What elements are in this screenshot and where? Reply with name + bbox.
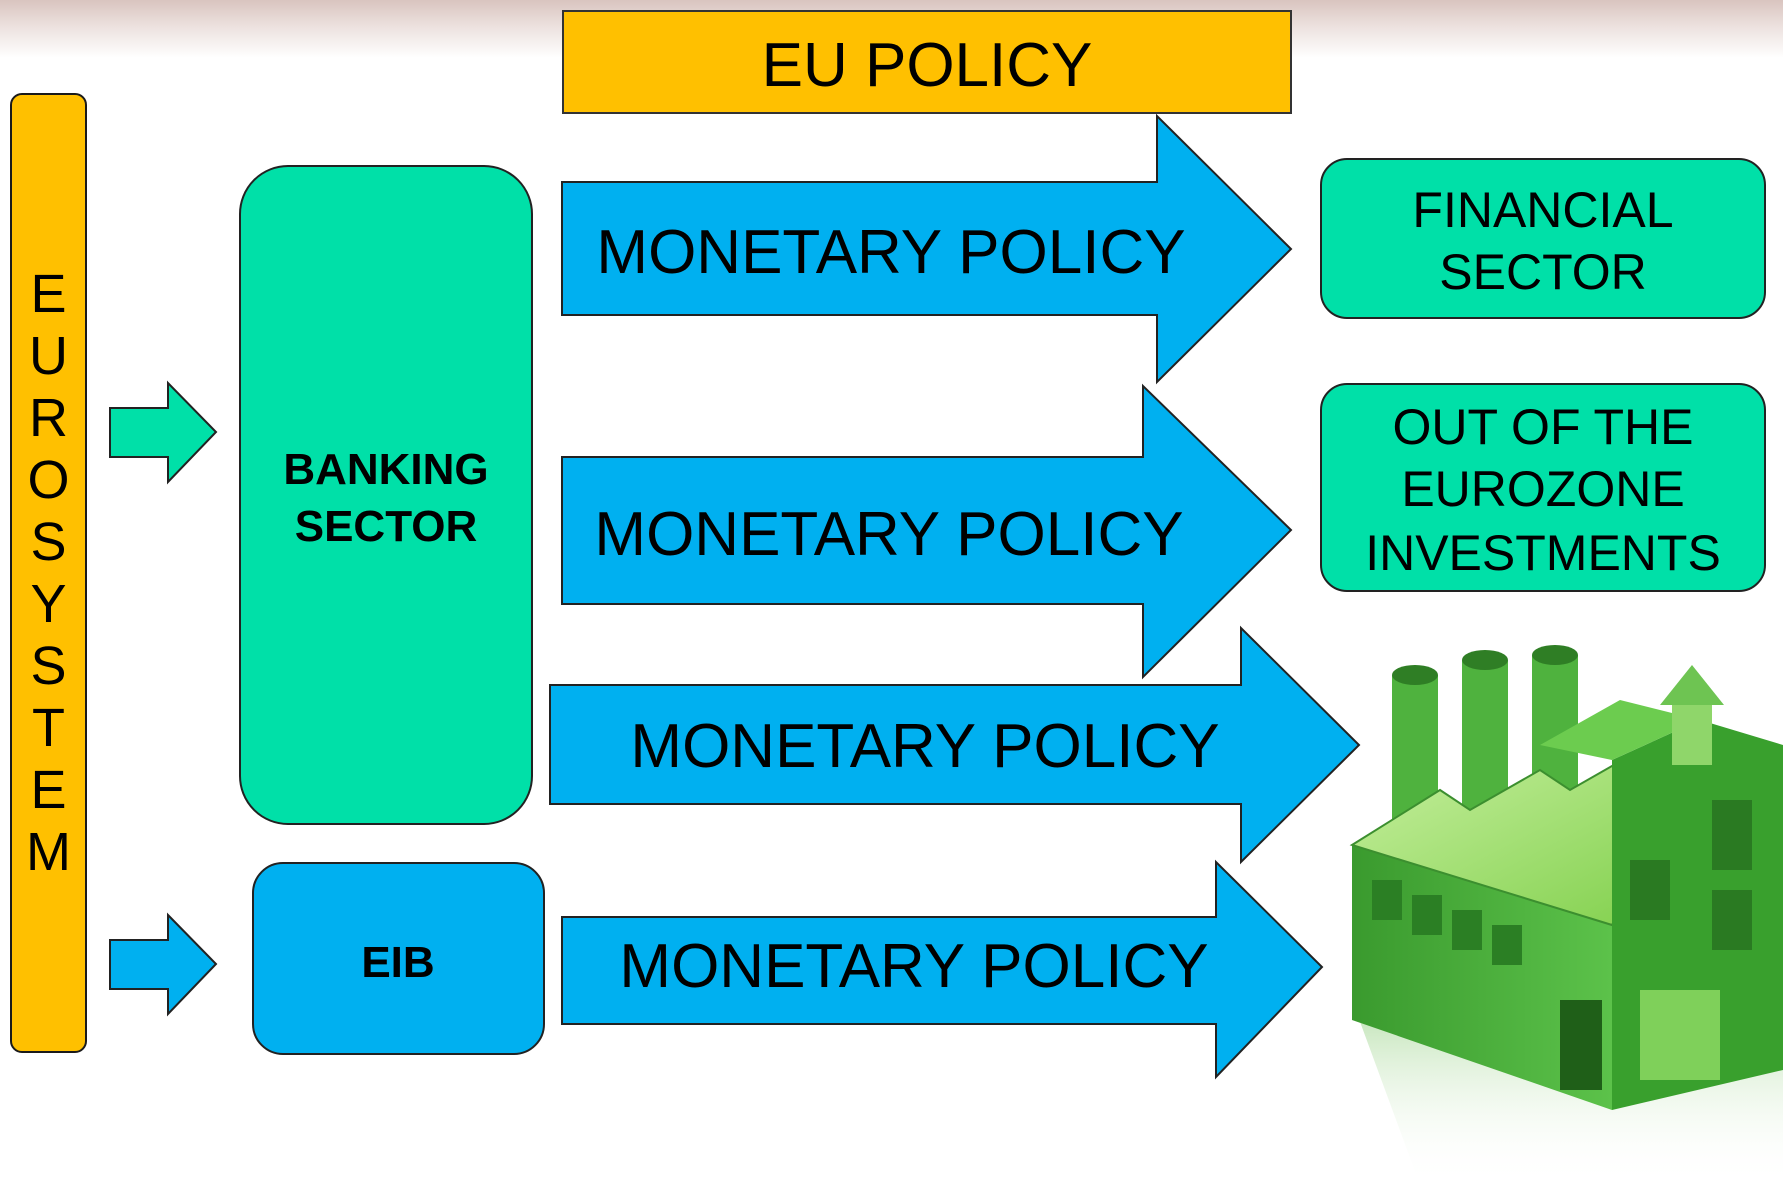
out-of-eurozone-label-line3: INVESTMENTS: [1365, 525, 1721, 581]
eurosystem-letter: O: [27, 450, 70, 510]
out-of-eurozone-label-line2: EUROZONE: [1401, 461, 1684, 517]
monetary-policy-label-2: MONETARY POLICY: [594, 500, 1183, 569]
eurosystem-letter: R: [29, 388, 68, 448]
monetary-policy-label-4: MONETARY POLICY: [619, 932, 1208, 1001]
eurosystem-letter: S: [30, 636, 67, 696]
financial-sector-label-line1: FINANCIAL: [1412, 182, 1673, 238]
banking-sector-label-line2: SECTOR: [295, 502, 478, 551]
monetary-policy-label-3: MONETARY POLICY: [630, 712, 1219, 781]
out-of-eurozone-box: OUT OF THE EUROZONE INVESTMENTS: [1320, 383, 1766, 592]
eurosystem-letter: M: [26, 822, 71, 882]
eu-policy-box: EU POLICY: [562, 10, 1292, 114]
out-of-eurozone-label-line1: OUT OF THE: [1393, 399, 1694, 455]
banking-sector-label-line1: BANKING: [283, 445, 488, 494]
eib-box: EIB: [252, 862, 545, 1055]
eurosystem-letter: E: [30, 760, 67, 820]
eurosystem-letter: U: [29, 326, 68, 386]
monetary-policy-arrow-3: MONETARY POLICY: [549, 625, 1361, 865]
monetary-policy-arrow-1: MONETARY POLICY: [561, 113, 1293, 385]
eurosystem-letter: T: [32, 698, 65, 758]
factory-icon: [1349, 645, 1783, 1185]
eurosystem-letter: S: [30, 512, 67, 572]
eurosystem-letter: E: [30, 264, 67, 324]
monetary-policy-arrow-4: MONETARY POLICY: [561, 859, 1324, 1080]
eib-label: EIB: [361, 938, 434, 987]
financial-sector-label-line2: SECTOR: [1439, 244, 1646, 300]
eu-policy-label: EU POLICY: [762, 31, 1093, 100]
arrow-into-banking: [109, 380, 218, 485]
arrow-into-eib: [109, 912, 218, 1017]
banking-sector-box: BANKING SECTOR: [239, 165, 533, 825]
eurosystem-box: E U R O S Y S T E M: [10, 93, 87, 1053]
monetary-policy-arrow-2: MONETARY POLICY: [561, 383, 1293, 680]
eurosystem-letter: Y: [30, 574, 67, 634]
financial-sector-box: FINANCIAL SECTOR: [1320, 158, 1766, 319]
monetary-policy-label-1: MONETARY POLICY: [596, 218, 1185, 287]
